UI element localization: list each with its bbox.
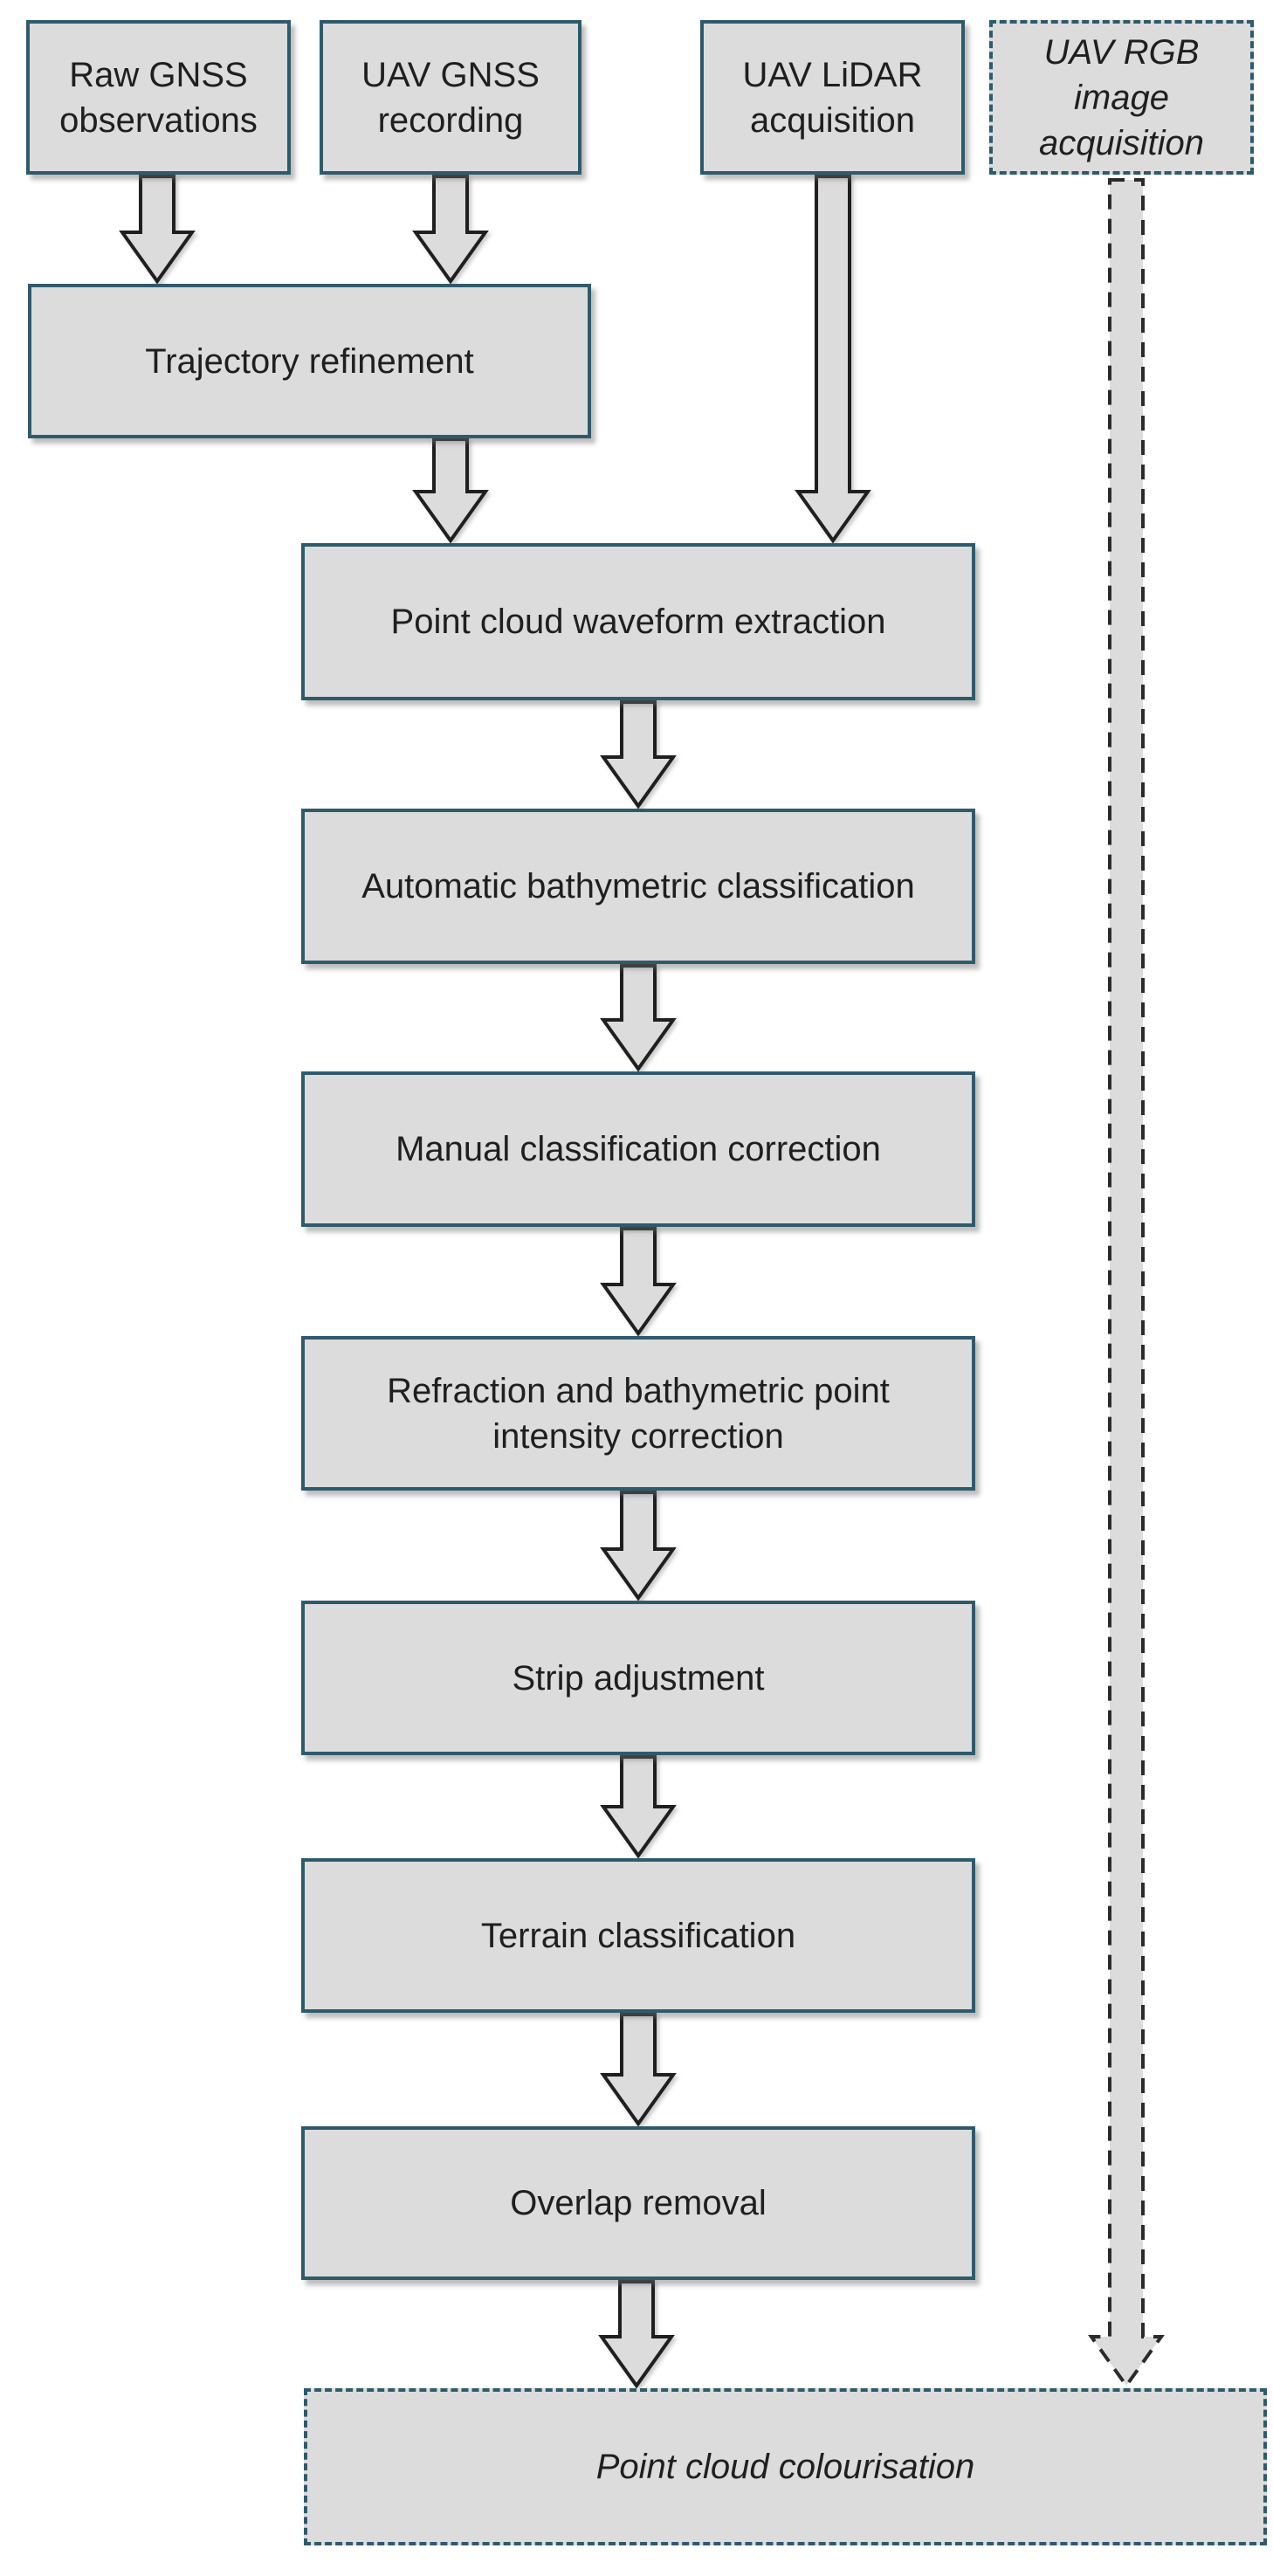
node-strip-adjustment-label: Strip adjustment <box>512 1658 765 1698</box>
node-manual-classification-correction-label: Manual classification correction <box>396 1130 881 1168</box>
node-trajectory-refinement: Trajectory refinement <box>28 284 591 438</box>
node-point-cloud-colourisation-label: Point cloud colourisation <box>595 2448 975 2486</box>
node-trajectory-refinement-label: Trajectory refinement <box>145 341 474 381</box>
node-point-cloud-waveform-extraction-label: Point cloud waveform extraction <box>390 603 886 641</box>
arrow-terrain-to-overlap <box>600 2013 677 2127</box>
node-point-cloud-colourisation: Point cloud colourisation <box>304 2388 1267 2545</box>
node-strip-adjustment: Strip adjustment <box>301 1601 975 1755</box>
arrow-manual-to-refraction <box>600 1227 677 1337</box>
arrow-strip-to-terrain <box>600 1755 677 1859</box>
node-automatic-bathymetric-classification-label: Automatic bathymetric classification <box>361 867 915 906</box>
arrow-uav-gnss-to-trajectory <box>412 175 489 285</box>
node-overlap-removal: Overlap removal <box>301 2126 975 2280</box>
node-uav-gnss-recording: UAV GNSS recording <box>320 20 581 175</box>
arrow-raw-gnss-to-trajectory <box>119 175 196 285</box>
node-uav-lidar-acquisition: UAV LiDAR acquisition <box>700 20 965 175</box>
arrow-uav-lidar-to-waveform <box>795 175 871 544</box>
arrow-overlap-to-colourisation <box>598 2280 675 2389</box>
node-uav-gnss-recording-label: UAV GNSS recording <box>361 55 540 140</box>
node-raw-gnss-observations: Raw GNSS observations <box>26 20 291 175</box>
node-terrain-classification-label: Terrain classification <box>480 1916 796 1955</box>
arrow-waveform-to-automatic <box>600 700 677 809</box>
node-refraction-intensity-correction: Refraction and bathymetric point intensi… <box>301 1336 975 1491</box>
arrow-automatic-to-manual <box>600 964 677 1072</box>
node-overlap-removal-label: Overlap removal <box>510 2184 767 2222</box>
node-uav-lidar-acquisition-label: UAV LiDAR acquisition <box>742 55 923 140</box>
node-point-cloud-waveform-extraction: Point cloud waveform extraction <box>301 543 975 700</box>
node-raw-gnss-observations-label: Raw GNSS observations <box>59 55 258 140</box>
arrow-trajectory-to-waveform <box>412 437 489 544</box>
arrow-refraction-to-strip <box>600 1491 677 1601</box>
node-refraction-intensity-correction-label: Refraction and bathymetric point intensi… <box>387 1371 890 1456</box>
node-automatic-bathymetric-classification: Automatic bathymetric classification <box>301 809 975 964</box>
node-manual-classification-correction: Manual classification correction <box>301 1071 975 1227</box>
node-uav-rgb-image-acquisition-label: UAV RGB image acquisition <box>1038 32 1204 162</box>
node-uav-rgb-image-acquisition: UAV RGB image acquisition <box>989 20 1254 175</box>
arrow-uav-rgb-to-colourisation <box>1088 178 1165 2389</box>
node-terrain-classification: Terrain classification <box>301 1858 975 2013</box>
